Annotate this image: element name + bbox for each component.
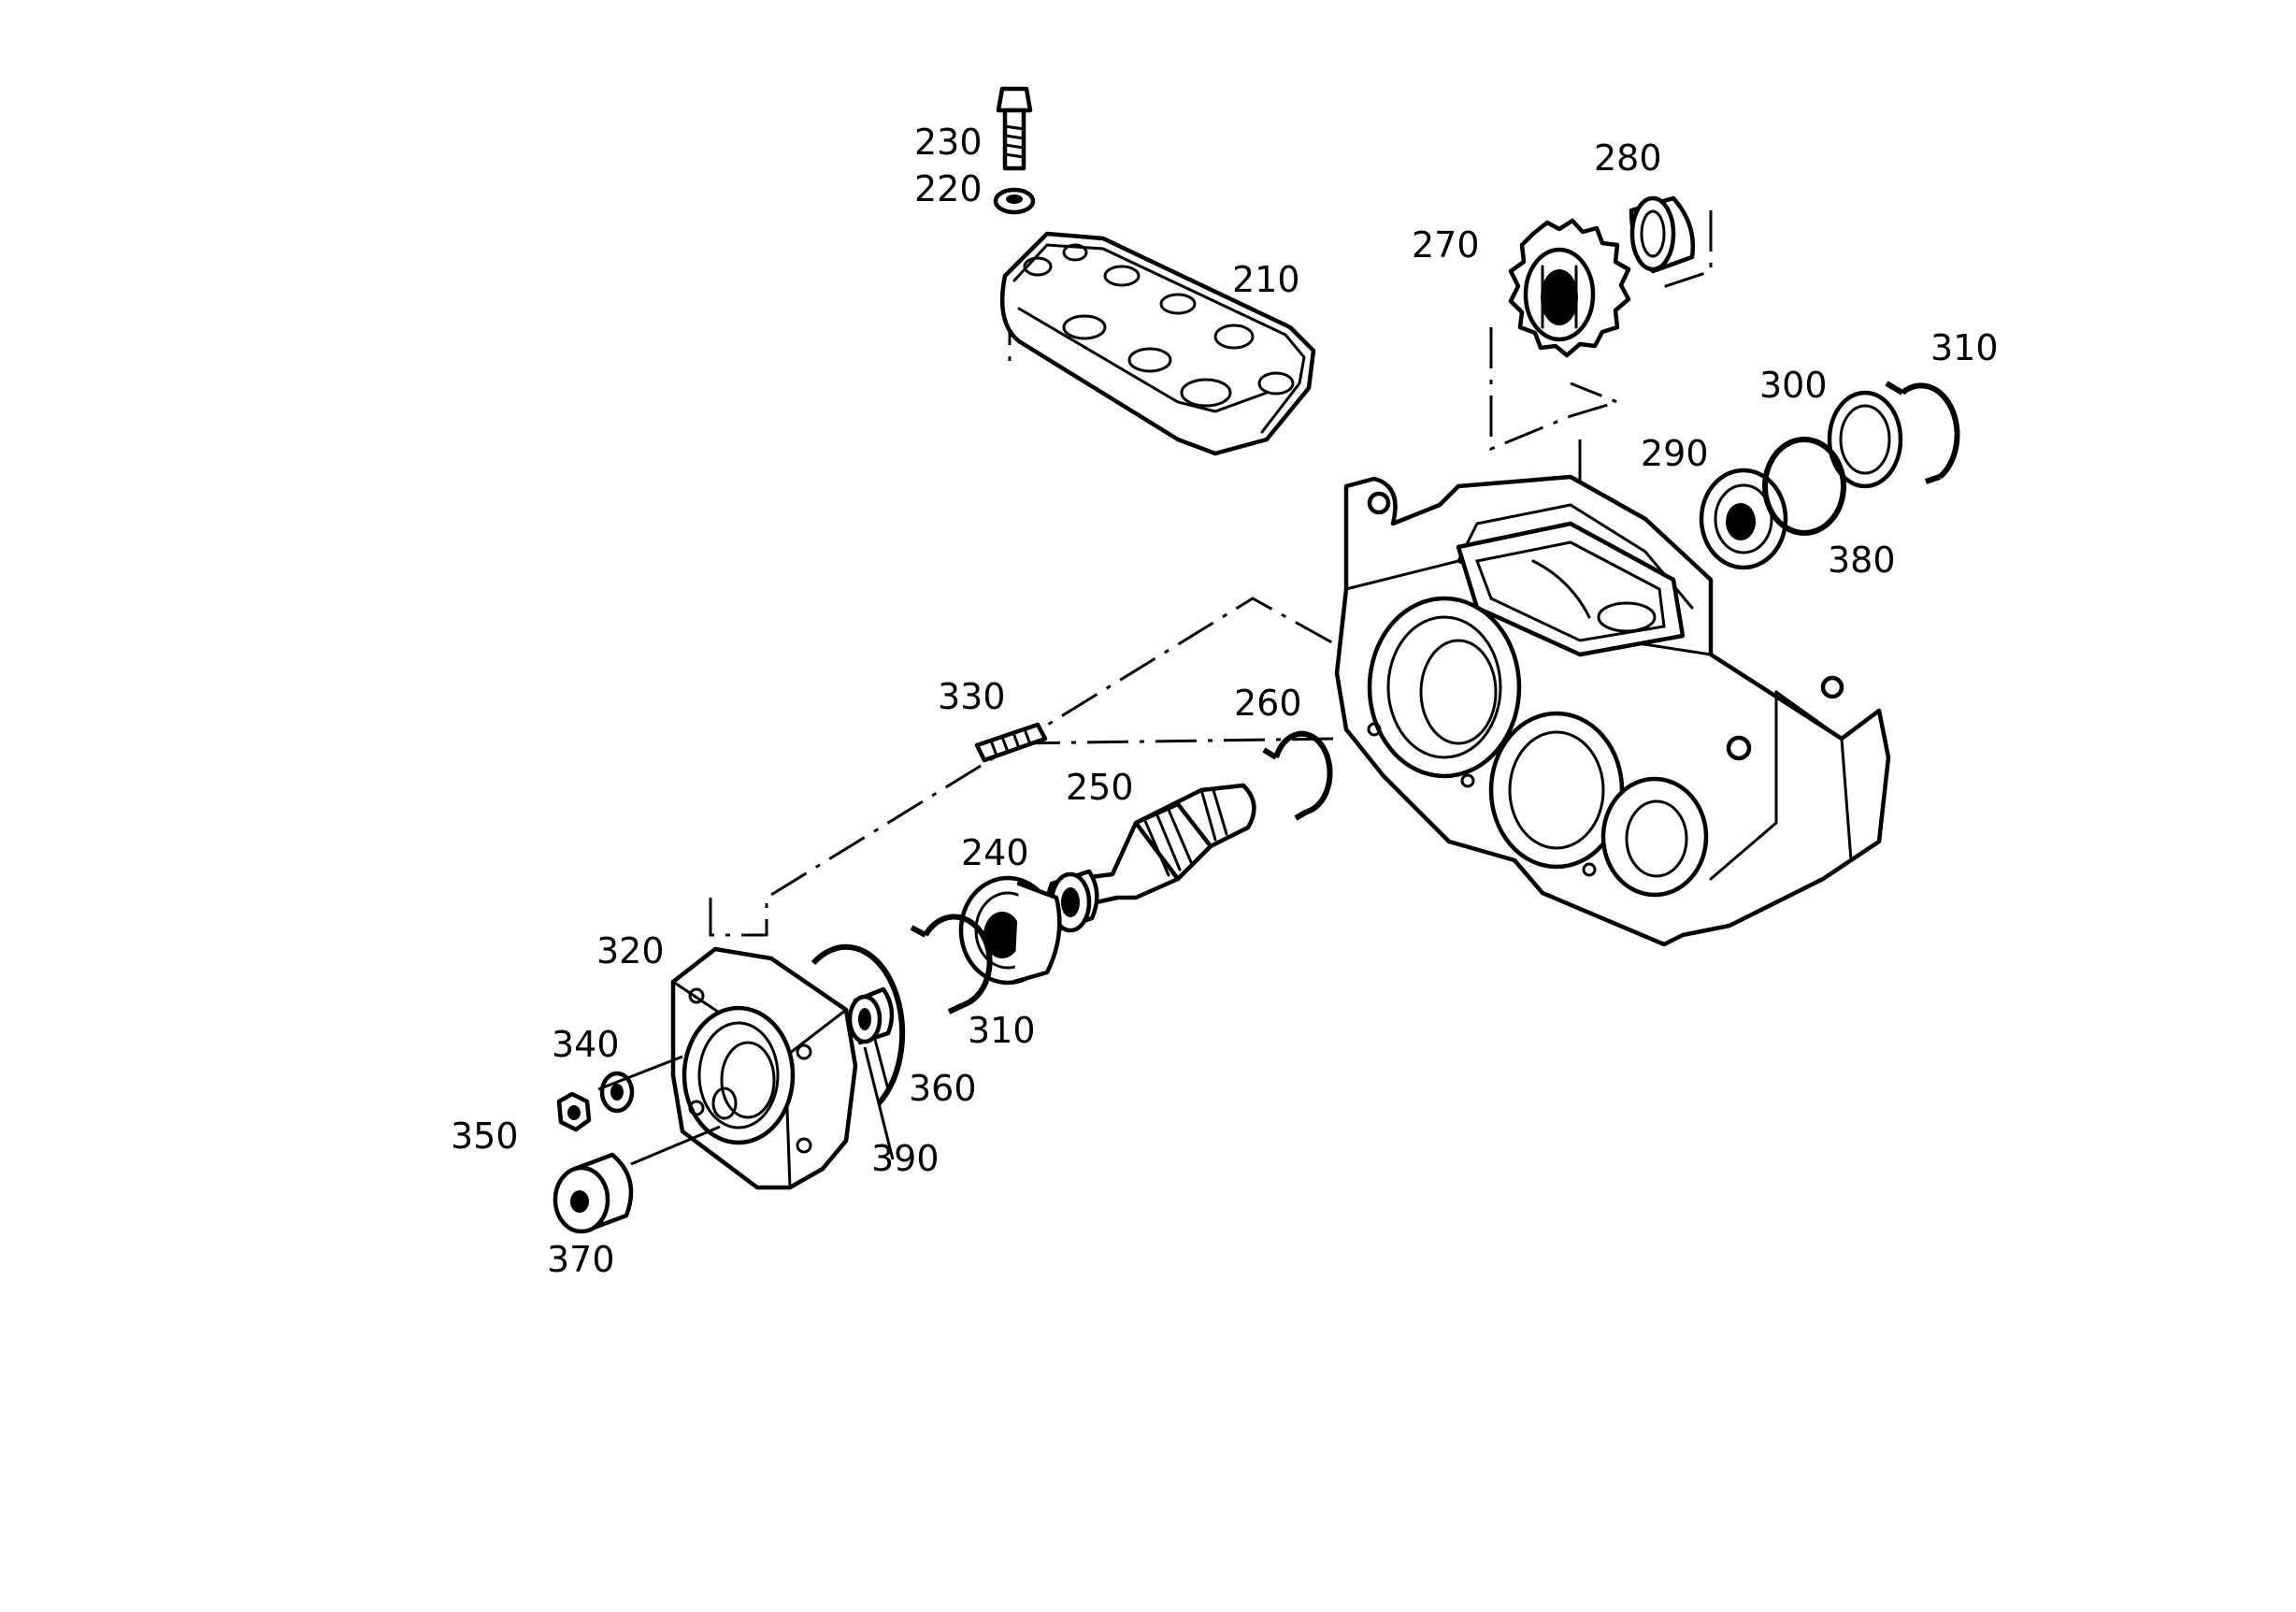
callout-210: 210 <box>1232 259 1300 300</box>
part-300-seal-ring <box>1827 390 1903 489</box>
callout-370: 370 <box>547 1239 615 1280</box>
part-270-gear <box>1508 218 1631 358</box>
callout-230: 230 <box>914 122 983 163</box>
part-370-sleeve <box>552 1152 634 1234</box>
part-320-flange <box>670 946 858 1190</box>
assembly-axes <box>709 210 1713 937</box>
callout-310-bottom: 310 <box>968 1010 1036 1051</box>
part-310-circlip-top <box>1885 381 1960 484</box>
part-240-bearing <box>958 875 1062 986</box>
part-310-circlip-bottom <box>910 914 993 1015</box>
callout-360: 360 <box>909 1068 977 1109</box>
callout-280: 280 <box>1594 137 1662 179</box>
needle-bearing <box>1045 869 1099 933</box>
main-housing <box>1334 474 1891 947</box>
part-380-o-ring <box>1762 437 1846 536</box>
callout-300: 300 <box>1759 365 1828 406</box>
part-350-nut <box>556 1091 592 1132</box>
callout-340: 340 <box>552 1024 620 1065</box>
part-220-washer <box>993 187 1036 215</box>
callout-labels: 210 220 230 240 250 260 270 280 290 300 … <box>451 122 1999 1280</box>
part-280-bushing <box>1629 195 1695 274</box>
callout-270: 270 <box>1412 224 1480 266</box>
part-230-bolt <box>996 86 1033 171</box>
callout-310-top: 310 <box>1930 327 1999 368</box>
callout-350: 350 <box>451 1115 519 1157</box>
callout-290: 290 <box>1641 433 1709 474</box>
part-340-washer <box>599 1071 635 1114</box>
callout-330: 330 <box>938 676 1006 717</box>
part-260-circlip <box>1262 730 1333 821</box>
callout-240: 240 <box>961 832 1029 873</box>
part-250-shaft <box>1072 783 1256 910</box>
callout-260: 260 <box>1234 683 1302 724</box>
part-330-stud <box>974 722 1048 763</box>
callout-220: 220 <box>914 168 983 209</box>
part-210-cover-plate <box>999 231 1316 456</box>
leader-lines <box>597 1035 895 1166</box>
callout-380: 380 <box>1828 540 1896 581</box>
callout-320: 320 <box>596 930 665 972</box>
callout-250: 250 <box>1066 767 1134 808</box>
callout-390: 390 <box>871 1138 940 1179</box>
part-390-pin <box>847 986 895 1045</box>
part-360-seal-ring <box>811 943 906 1106</box>
